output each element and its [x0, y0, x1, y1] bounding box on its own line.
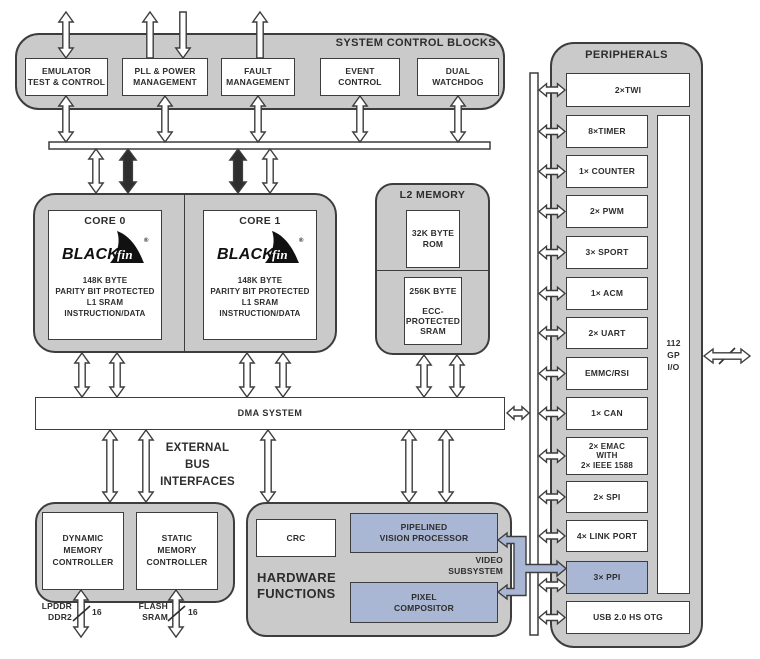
core1-block: CORE 1 BLACK fin ® 148K BYTE PARITY BIT …	[203, 210, 317, 340]
l2-divider	[375, 270, 490, 271]
pipelined-vision-processor-block: PIPELINED VISION PROCESSOR	[350, 513, 498, 553]
flash-bus-width: 16	[188, 607, 198, 617]
peripheral-acm: 1× ACM	[566, 277, 648, 310]
video-subsystem-label: VIDEO SUBSYSTEM	[448, 555, 503, 576]
peripheral-counter: 1× COUNTER	[566, 155, 648, 188]
gp-io-block: 112 GP I/O	[657, 115, 690, 594]
peripheral-twi: 2×TWI	[566, 73, 690, 107]
pixel-compositor-block: PIXEL COMPOSITOR	[350, 582, 498, 623]
bidirectional-arrow-icon	[448, 353, 466, 399]
peripheral-usb-otg: USB 2.0 HS OTG	[566, 601, 690, 634]
bidirectional-arrow-icon	[274, 351, 292, 399]
l2-rom-block: 32K BYTE ROM	[406, 210, 460, 268]
blackfin-logo: BLACK fin ®	[217, 231, 304, 264]
bidirectional-arrow-icon	[261, 147, 279, 195]
bidirectional-arrow-icon	[108, 351, 126, 399]
bidirectional-arrow-black-icon	[118, 147, 138, 195]
peripheral-can: 1× CAN	[566, 397, 648, 430]
crc-block: CRC	[256, 519, 336, 557]
blackfin-logo-fin-text: fin	[117, 247, 133, 262]
bidirectional-arrow-icon	[101, 428, 119, 504]
blackfin-logo-fin-text: fin	[272, 247, 288, 262]
blackfin-logo-black-text: BLACK	[217, 246, 275, 263]
bidirectional-arrow-icon	[505, 405, 531, 421]
bidirectional-arrow-icon	[73, 351, 91, 399]
core1-title: CORE 1	[239, 215, 281, 227]
shark-fin-icon	[110, 231, 144, 264]
core0-sram-text: 148K BYTE PARITY BIT PROTECTED L1 SRAM I…	[55, 276, 155, 318]
peripheral-emac: 2× EMAC WITH 2× IEEE 1588	[566, 437, 648, 475]
peripheral-emmc-rsi: EMMC/RSI	[566, 357, 648, 390]
peripheral-ppi: 3× PPI	[566, 561, 648, 594]
bus-width-slash	[718, 347, 736, 365]
shark-fin-icon	[265, 231, 299, 264]
hardware-functions-title: HARDWARE FUNCTIONS	[257, 570, 336, 601]
block-emulator-test-control: EMULATOR TEST & CONTROL	[25, 58, 108, 96]
lpddr-ddr2-label: LPDDR DDR2	[41, 601, 72, 622]
peripheral-spi: 2× SPI	[566, 481, 648, 513]
blackfin-logo: BLACK fin ®	[62, 231, 149, 264]
bus-width-slash	[72, 605, 91, 622]
block-dual-watchdog: DUAL WATCHDOG	[417, 58, 499, 96]
static-memory-controller-block: STATIC MEMORY CONTROLLER	[136, 512, 218, 590]
bidirectional-arrow-icon	[87, 147, 105, 195]
bidirectional-arrow-icon	[702, 347, 752, 365]
blackfin-logo-black-text: BLACK	[62, 246, 120, 263]
block-pll-power-management: PLL & POWER MANAGEMENT	[122, 58, 208, 96]
system-control-title: SYSTEM CONTROL BLOCKS	[335, 37, 496, 49]
block-fault-management: FAULT MANAGEMENT	[221, 58, 295, 96]
peripheral-pwm: 2× PWM	[566, 195, 648, 228]
cores-divider	[184, 193, 185, 353]
system-bus-bar	[48, 141, 491, 150]
bidirectional-arrow-icon	[415, 353, 433, 399]
core0-title: CORE 0	[84, 215, 126, 227]
peripheral-sport: 3× SPORT	[566, 236, 648, 269]
bidirectional-arrow-icon	[437, 428, 455, 504]
peripheral-bus-bar	[529, 72, 539, 636]
registered-mark: ®	[299, 237, 304, 244]
peripheral-link-port: 4× LINK PORT	[566, 520, 648, 552]
bus-width-slash	[167, 605, 186, 622]
dynamic-memory-controller-block: DYNAMIC MEMORY CONTROLLER	[42, 512, 124, 590]
bidirectional-arrow-icon	[259, 428, 277, 504]
registered-mark: ®	[144, 237, 149, 244]
core1-sram-text: 148K BYTE PARITY BIT PROTECTED L1 SRAM I…	[210, 276, 310, 318]
flash-sram-label: FLASH SRAM	[138, 601, 168, 622]
block-event-control: EVENT CONTROL	[320, 58, 400, 96]
bidirectional-arrow-icon	[400, 428, 418, 504]
l2-memory-title: L2 MEMORY	[399, 189, 466, 201]
bidirectional-arrow-black-icon	[228, 147, 248, 195]
dma-system-block: DMA SYSTEM	[35, 397, 505, 430]
peripherals-title: PERIPHERALS	[585, 49, 668, 61]
bidirectional-arrow-icon	[238, 351, 256, 399]
core0-block: CORE 0 BLACK fin ® 148K BYTE PARITY BIT …	[48, 210, 162, 340]
external-bus-interfaces-label: EXTERNAL BUS INTERFACES	[160, 442, 235, 488]
l2-sram-block: 256K BYTE ECC- PROTECTED SRAM	[404, 277, 462, 345]
peripheral-uart: 2× UART	[566, 317, 648, 349]
peripheral-timer: 8×TIMER	[566, 115, 648, 148]
lpddr-bus-width: 16	[92, 607, 102, 617]
